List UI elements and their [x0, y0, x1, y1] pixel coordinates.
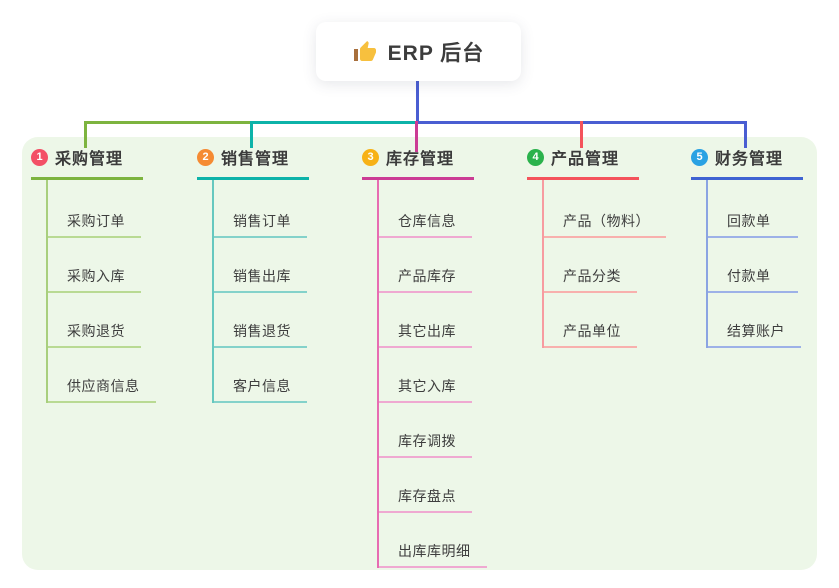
leaf-node: 仓库信息: [379, 180, 472, 238]
branch-label: 产品管理: [551, 151, 620, 168]
branch-column-inventory: 3 库存管理 仓库信息 产品库存 其它出库 其它入库 库存调拨 库存盘点 出库库…: [362, 146, 487, 568]
branch-heading: 4 产品管理: [527, 146, 639, 180]
branch-children: 销售订单 销售出库 销售退货 客户信息: [212, 180, 309, 403]
background-panel: [22, 137, 817, 570]
branch-heading: 1 采购管理: [31, 146, 143, 180]
leaf-node: 产品分类: [544, 238, 637, 293]
leaf-node: 产品库存: [379, 238, 472, 293]
leaf-label: 库存盘点: [398, 488, 456, 504]
branch-number-badge: 2: [197, 148, 214, 166]
leaf-label: 采购订单: [67, 213, 125, 229]
leaf-node: 库存盘点: [379, 458, 472, 513]
leaf-node: 客户信息: [214, 348, 307, 403]
root-node: ERP 后台: [316, 22, 521, 81]
leaf-node: 销售出库: [214, 238, 307, 293]
leaf-node: 其它出库: [379, 293, 472, 348]
leaf-label: 回款单: [727, 213, 771, 229]
branch-drop-sales: [250, 121, 253, 148]
branch-column-finance: 5 财务管理 回款单 付款单 结算账户: [691, 146, 803, 348]
leaf-label: 销售退货: [233, 323, 291, 339]
leaf-node: 出库库明细: [379, 513, 487, 568]
connector-segment-green: [85, 121, 252, 124]
branch-number-badge: 3: [362, 148, 379, 166]
leaf-label: 销售订单: [233, 213, 291, 229]
leaf-label: 客户信息: [233, 378, 291, 394]
leaf-label: 销售出库: [233, 268, 291, 284]
leaf-node: 库存调拨: [379, 403, 472, 458]
leaf-label: 采购退货: [67, 323, 125, 339]
leaf-node: 供应商信息: [48, 348, 156, 403]
branch-column-product: 4 产品管理 产品（物料） 产品分类 产品单位: [527, 146, 666, 348]
leaf-node: 产品单位: [544, 293, 637, 348]
leaf-node: 回款单: [708, 180, 798, 238]
branch-drop-purchase: [84, 121, 87, 148]
leaf-label: 供应商信息: [67, 378, 140, 394]
leaf-node: 付款单: [708, 238, 798, 293]
branch-number-badge: 4: [527, 148, 544, 166]
leaf-label: 产品库存: [398, 268, 456, 284]
branch-drop-product: [580, 121, 583, 148]
branch-drop-finance: [744, 121, 747, 148]
branch-label: 采购管理: [55, 151, 124, 168]
root-trunk-connector: [416, 80, 419, 122]
leaf-node: 产品（物料）: [544, 180, 666, 238]
leaf-label: 采购入库: [67, 268, 125, 284]
leaf-label: 仓库信息: [398, 213, 456, 229]
branch-heading: 3 库存管理: [362, 146, 474, 180]
branch-children: 产品（物料） 产品分类 产品单位: [542, 180, 666, 348]
branch-label: 库存管理: [386, 151, 455, 168]
branch-heading: 2 销售管理: [197, 146, 309, 180]
leaf-node: 采购退货: [48, 293, 141, 348]
leaf-node: 结算账户: [708, 293, 801, 348]
leaf-node: 其它入库: [379, 348, 472, 403]
leaf-label: 付款单: [727, 268, 771, 284]
branch-drop-inventory: [415, 121, 418, 152]
branch-heading: 5 财务管理: [691, 146, 803, 180]
leaf-label: 产品分类: [563, 268, 621, 284]
branch-number-badge: 5: [691, 148, 708, 166]
leaf-node: 销售订单: [214, 180, 307, 238]
root-title: ERP 后台: [387, 41, 485, 65]
leaf-label: 出库库明细: [398, 543, 471, 559]
leaf-label: 库存调拨: [398, 433, 456, 449]
branch-column-sales: 2 销售管理 销售订单 销售出库 销售退货 客户信息: [197, 146, 309, 403]
leaf-label: 其它入库: [398, 378, 456, 394]
leaf-node: 采购订单: [48, 180, 141, 238]
branch-children: 仓库信息 产品库存 其它出库 其它入库 库存调拨 库存盘点 出库库明细: [377, 180, 487, 568]
leaf-label: 其它出库: [398, 323, 456, 339]
connector-segment-teal: [251, 121, 417, 124]
thumbs-up-icon: [353, 40, 376, 61]
branch-children: 回款单 付款单 结算账户: [706, 180, 803, 348]
leaf-label: 产品单位: [563, 323, 621, 339]
branch-children: 采购订单 采购入库 采购退货 供应商信息: [46, 180, 156, 403]
branch-column-purchase: 1 采购管理 采购订单 采购入库 采购退货 供应商信息: [31, 146, 156, 403]
leaf-label: 结算账户: [727, 323, 785, 339]
branch-number-badge: 1: [31, 148, 48, 166]
branch-label: 财务管理: [715, 151, 784, 168]
leaf-label: 产品（物料）: [563, 213, 650, 229]
leaf-node: 采购入库: [48, 238, 141, 293]
leaf-node: 销售退货: [214, 293, 307, 348]
branch-label: 销售管理: [221, 151, 290, 168]
